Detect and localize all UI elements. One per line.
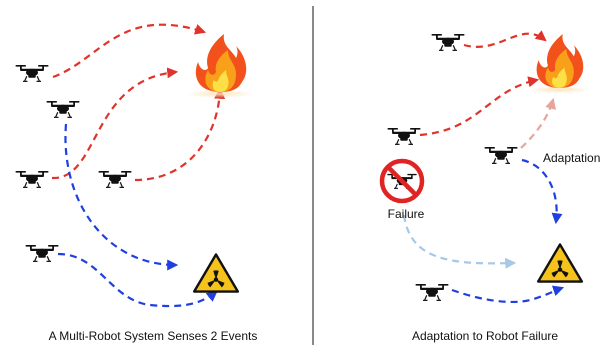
radiation-hazard-icon [536, 243, 584, 283]
drone-icon [45, 100, 81, 119]
adaptation-path-to-fire [520, 97, 556, 149]
fire-icon [527, 34, 591, 94]
left-panel-caption: A Multi-Robot System Senses 2 Events [49, 329, 258, 343]
fire-icon [186, 34, 254, 98]
prohibited-icon [386, 165, 418, 197]
right-panel: Failure Adaptation Adaptation to Robot F… [379, 30, 600, 343]
failure-label: Failure [388, 207, 425, 221]
radiation-hazard-icon [192, 253, 240, 293]
adaptation-label: Adaptation [543, 151, 600, 165]
drone-icon [24, 244, 60, 263]
failed-path-to-hazard [402, 214, 517, 269]
drone-icon [97, 170, 133, 189]
path-to-fire [52, 23, 207, 79]
drone-icon [483, 146, 519, 165]
drone-icon [430, 33, 466, 52]
drone-icon [14, 170, 50, 189]
left-panel: A Multi-Robot System Senses 2 Events [14, 23, 258, 343]
drone-icon [386, 127, 422, 146]
path-to-fire [463, 30, 547, 48]
path-to-fire [51, 67, 179, 180]
path-to-hazard [57, 252, 218, 308]
right-panel-caption: Adaptation to Robot Failure [412, 329, 558, 343]
path-to-fire [419, 76, 540, 137]
path-to-fire [134, 87, 226, 182]
drone-icon [414, 283, 450, 302]
drone-icon [14, 64, 50, 83]
path-to-hazard [64, 123, 179, 271]
failed-drone [379, 158, 425, 204]
adaptation-path-to-hazard [521, 158, 563, 225]
path-to-hazard [451, 285, 565, 304]
